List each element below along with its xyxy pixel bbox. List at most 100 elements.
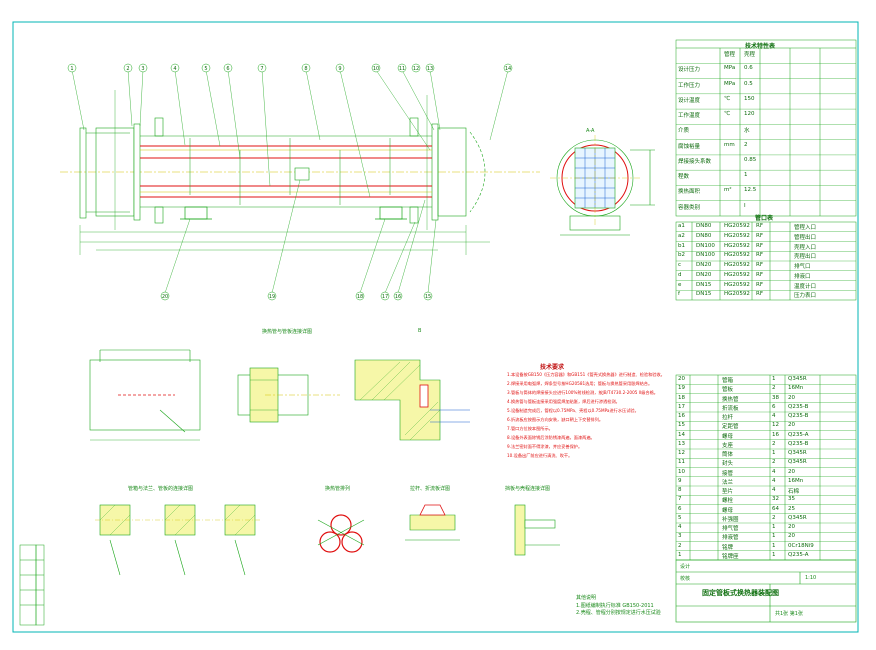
- bom-cell: 拉杆: [722, 415, 734, 421]
- bom-cell: 管板: [722, 387, 734, 394]
- nozzle-table-title: 管口表: [755, 215, 774, 222]
- nozzle-cell: RF: [756, 291, 763, 298]
- balloon-label-6: 6: [226, 66, 229, 72]
- balloon-16: [393, 291, 403, 301]
- bom-cell: 4: [678, 524, 682, 530]
- left-stamp-box: [19, 544, 45, 626]
- bom-cell: 20: [788, 533, 795, 540]
- nozzle-cell: HG20592: [724, 252, 750, 259]
- bom-cell: 6: [678, 505, 682, 512]
- detail-views-row1: [89, 349, 470, 441]
- nozzle-cell: HG20592: [724, 232, 750, 239]
- nozzle-cell: RF: [756, 232, 763, 239]
- balloon-1: [67, 63, 77, 73]
- balloon-12: [411, 63, 421, 73]
- detail-title-3: 换热管排列: [325, 486, 351, 492]
- tech-spec-cell: 工作温度: [678, 113, 701, 120]
- nozzle-cell: 压力表口: [794, 293, 817, 300]
- bom-cell: 14: [678, 431, 685, 438]
- nozzle-cell: 排液口: [794, 273, 811, 280]
- nozzle-cell: DN100: [696, 242, 715, 249]
- bom-cell: 20: [788, 468, 795, 475]
- tech-spec-cell: MPa: [724, 65, 736, 72]
- bom-cell: 补强圈: [722, 516, 739, 523]
- tech-req-line: 5.设备制造完成后，管程以0.75MPa、壳程以0.75MPa进行水压试验。: [507, 408, 639, 413]
- bom-cell: 1: [678, 551, 682, 558]
- nozzle-cell: RF: [756, 242, 763, 249]
- bom-cell: 64: [772, 505, 779, 512]
- tech-spec-cell: 设计温度: [678, 97, 701, 104]
- balloon-label-12: 12: [413, 66, 419, 72]
- bom-cell: 19: [678, 385, 685, 392]
- tech-spec-cell: 120: [744, 111, 755, 118]
- detail-views-row2: [95, 504, 560, 576]
- tech-req-line: 2.焊接采用电弧焊，焊条型号按HG20581选用；管板与换热管采用胀焊结合。: [507, 381, 653, 386]
- tech-req-line: 7.管口方位按本图所示。: [507, 426, 553, 431]
- balloon-label-7: 7: [260, 66, 263, 72]
- section-label-b: B: [418, 328, 422, 334]
- balloon-9: [335, 63, 345, 73]
- tech-spec-cell: 0.85: [744, 156, 757, 163]
- bom-cell: 3: [678, 533, 682, 540]
- tech-spec-cell: 150: [744, 95, 755, 102]
- tech-spec-cell: 0.5: [744, 80, 753, 87]
- nozzle-cell: e: [678, 281, 682, 288]
- bom-cell: 排液管: [722, 535, 739, 542]
- bom-cell: 6: [772, 403, 776, 410]
- nozzle-cell: DN20: [696, 262, 712, 268]
- nozzle-cell: HG20592: [724, 223, 750, 229]
- tech-req-line: 9.法兰密封面不得涂漆，并应妥善保护。: [507, 444, 583, 449]
- bom-cell: 铭牌: [722, 544, 734, 551]
- bom-cell: 20: [788, 524, 795, 530]
- section-label-aa: A-A: [586, 128, 595, 134]
- bom-cell: 0Cr18Ni9: [788, 542, 814, 549]
- tech-spec-cell: 介质: [678, 128, 690, 135]
- tech-spec-table-grid: [675, 39, 857, 217]
- bom-cell: 4: [772, 487, 776, 493]
- balloon-20: [160, 291, 170, 301]
- nozzle-cell: DN15: [696, 281, 712, 288]
- tech-req-line: 1.本设备按GB150《压力容器》和GB151《管壳式换热器》进行制造、检验和验…: [507, 372, 665, 377]
- nozzle-cell: RF: [756, 223, 763, 229]
- bom-cell: 10: [678, 468, 685, 475]
- bom-cell: 16: [772, 431, 779, 438]
- balloon-label-15: 15: [425, 294, 431, 300]
- tech-spec-row-lines: [676, 63, 856, 201]
- bom-cell: Q235-A: [788, 551, 809, 558]
- balloon-14: [503, 63, 513, 73]
- bom-cell: 1: [772, 524, 776, 530]
- bom-cell: Q235-B: [788, 413, 809, 419]
- tb-checked: 校核: [680, 576, 691, 582]
- bom-cell: 12: [678, 450, 685, 456]
- tech-req-line: 10.设备出厂前应进行清洗、吹干。: [507, 453, 573, 458]
- balloon-3: [138, 63, 148, 73]
- bom-cell: 38: [772, 394, 779, 401]
- bom-cell: 16Mn: [788, 477, 804, 484]
- bom-cell: 螺母: [722, 433, 734, 440]
- bom-cell: 支座: [722, 442, 734, 449]
- detail-title-5: 挡板与壳程连接详图: [505, 486, 551, 492]
- nozzle-cell: DN100: [696, 252, 715, 259]
- balloon-7: [257, 63, 267, 73]
- tech-spec-cell: ℃: [724, 111, 731, 118]
- bom-cell: 35: [788, 496, 795, 503]
- tech-spec-cell: 容器类别: [678, 204, 701, 211]
- bom-cell: 接管: [722, 470, 734, 477]
- nozzle-cell: a2: [678, 232, 685, 239]
- tech-req-line: 4.换热管与管板连接采用强度焊加贴胀，焊后进行渗透检测。: [507, 399, 620, 404]
- bom-cell: 9: [678, 477, 682, 484]
- bom-cell: 1: [772, 376, 776, 382]
- tech-spec-cell: 设计压力: [678, 67, 701, 74]
- bom-cell: 16: [678, 413, 685, 419]
- bom-cell: 18: [678, 394, 685, 401]
- tb-sheet: 共1张 第1张: [775, 611, 803, 617]
- nozzle-cell: b1: [678, 242, 685, 249]
- bom-cell: 封头: [722, 461, 734, 468]
- tech-req-title: 技术要求: [540, 364, 565, 371]
- balloon-2: [123, 63, 133, 73]
- tech-spec-cell: I: [744, 202, 746, 209]
- balloon-label-16: 16: [395, 294, 401, 300]
- nozzle-cell: DN20: [696, 271, 712, 278]
- bom-cell: 2: [772, 385, 776, 392]
